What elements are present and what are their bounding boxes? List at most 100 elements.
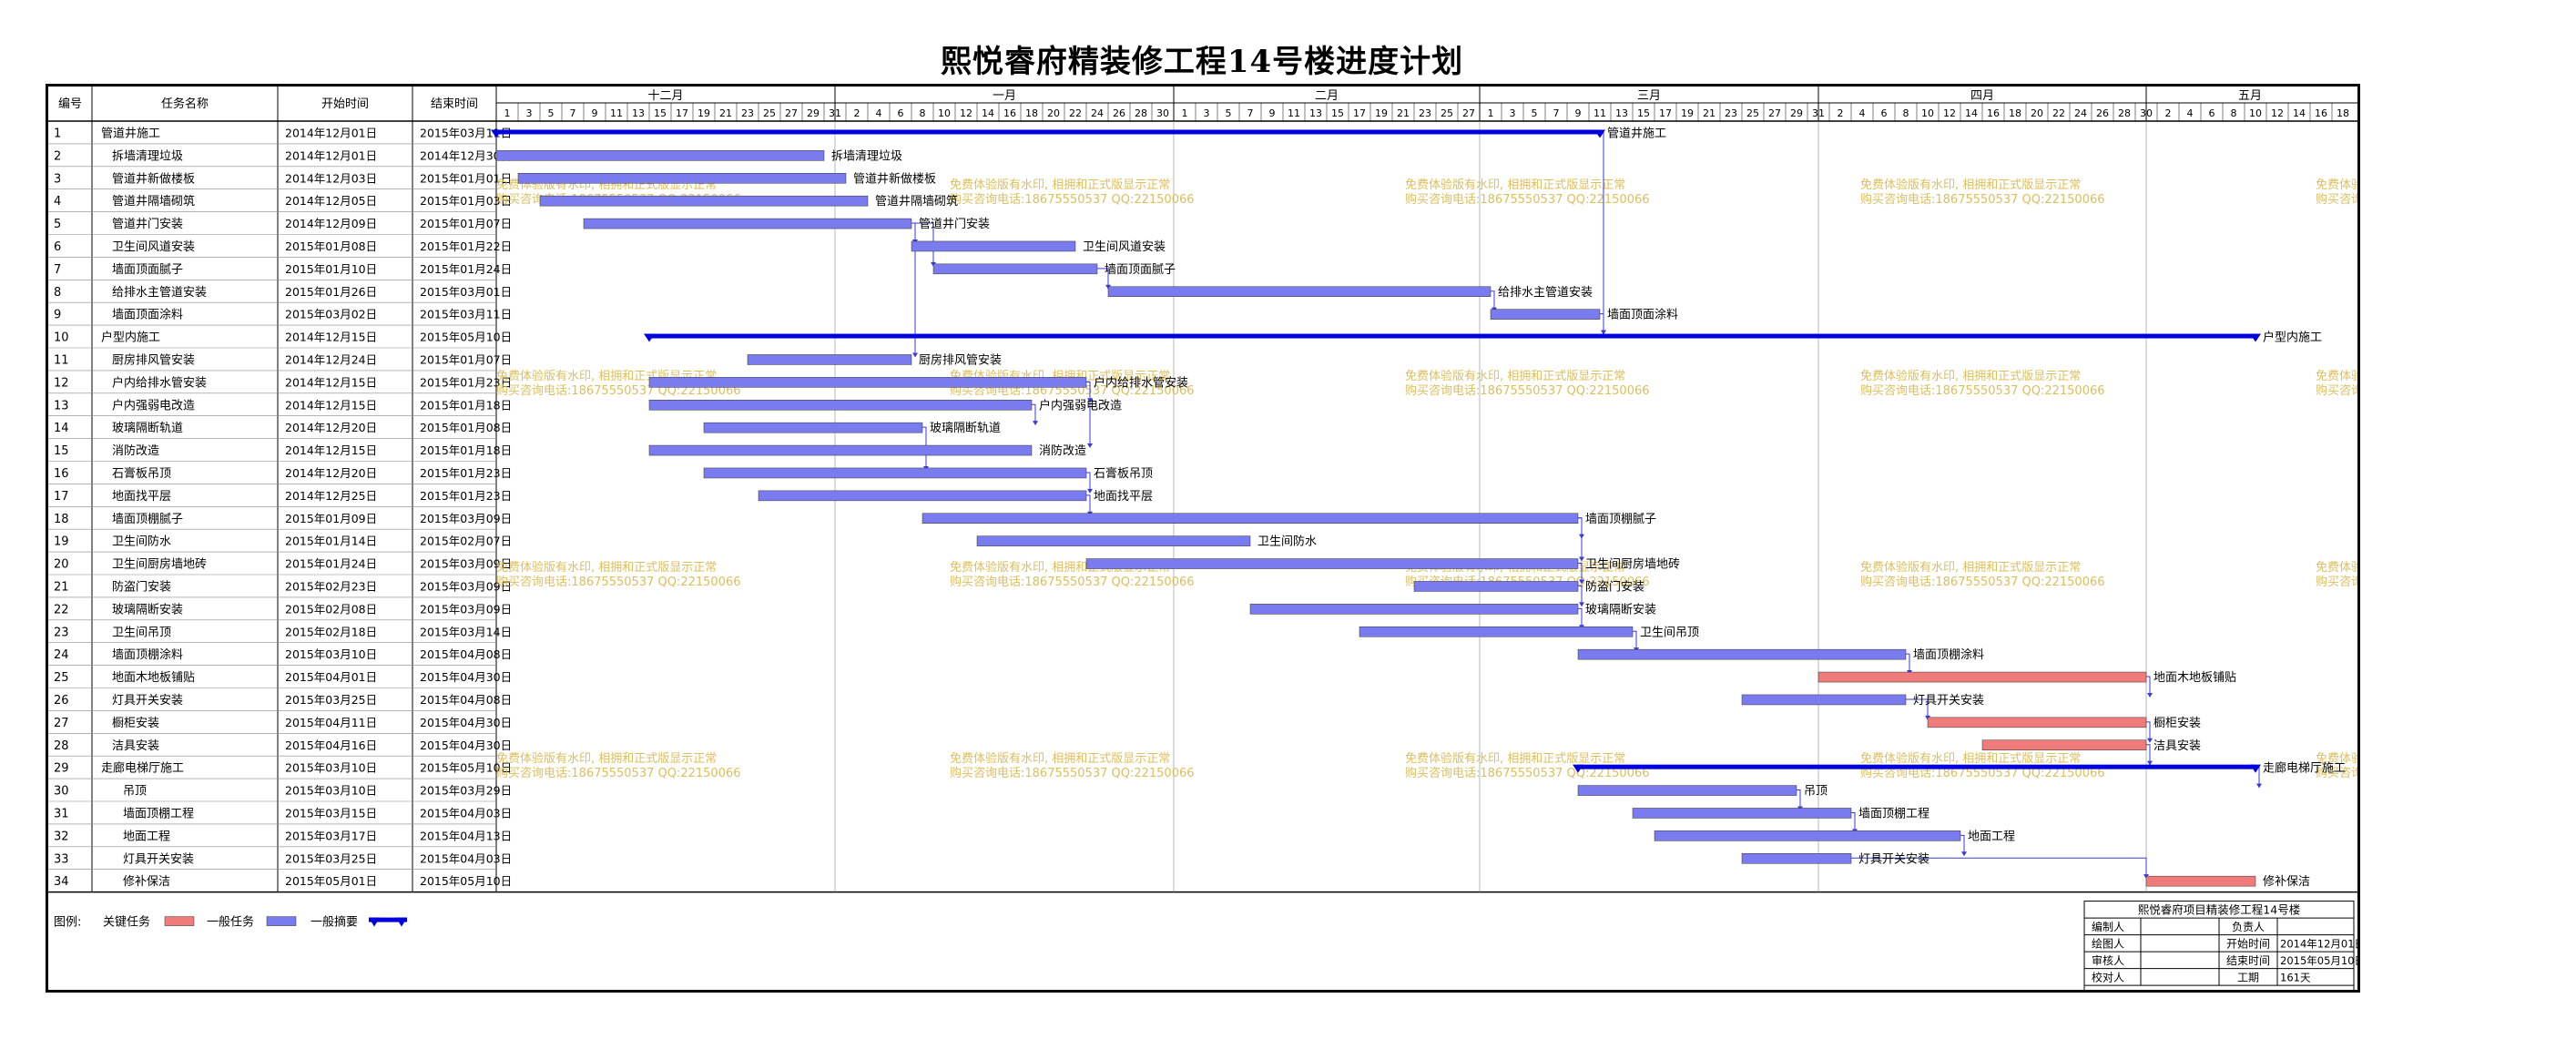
day-tick-label: 23 bbox=[1725, 107, 1737, 119]
bar-label: 墙面顶棚腻子 bbox=[1585, 513, 1656, 526]
watermark-line2: 购买咨询电话:18675550537 QQ:22150066 bbox=[2316, 192, 2357, 207]
task-bar bbox=[1632, 808, 1852, 819]
dependency-link bbox=[1086, 494, 1091, 514]
task-start: 2015年03月25日 bbox=[285, 693, 377, 707]
task-name: 管道井新做楼板 bbox=[112, 171, 195, 186]
task-name: 消防改造 bbox=[112, 443, 159, 458]
day-tick-label: 1 bbox=[1488, 107, 1494, 119]
watermark-line1: 免费体验版有水印, 相拥和正式版显示正常 bbox=[1860, 369, 2081, 383]
task-id: 25 bbox=[54, 671, 69, 685]
info-key: 负责人 bbox=[2232, 921, 2265, 933]
day-tick-label: 7 bbox=[1553, 107, 1560, 119]
task-id: 18 bbox=[54, 513, 69, 526]
task-start: 2015年04月01日 bbox=[285, 670, 377, 684]
task-end: 2015年01月23日 bbox=[420, 489, 512, 503]
task-bar bbox=[495, 150, 825, 161]
bar-label: 石膏板吊顶 bbox=[1094, 466, 1153, 481]
critical-task-bar bbox=[1927, 717, 2147, 728]
legend-critical-swatch bbox=[164, 916, 195, 926]
task-start: 2015年03月10日 bbox=[285, 647, 377, 661]
task-name: 管道井门安装 bbox=[112, 218, 183, 231]
task-bar bbox=[976, 535, 1251, 546]
day-tick-label: 16 bbox=[2315, 107, 2327, 119]
dependency-link bbox=[1032, 403, 1036, 424]
task-id: 21 bbox=[54, 580, 69, 594]
task-start: 2015年03月17日 bbox=[285, 829, 377, 842]
day-tick-label: 18 bbox=[2337, 107, 2349, 119]
task-name: 灯具开关安装 bbox=[123, 852, 194, 866]
bar-label: 管道井门安装 bbox=[919, 218, 990, 231]
task-name: 拆墙清理垃圾 bbox=[112, 149, 183, 163]
watermark-line2: 购买咨询电话:18675550537 QQ:22150066 bbox=[1860, 766, 2105, 780]
day-tick-label: 17 bbox=[1353, 107, 1366, 119]
day-tick-label: 13 bbox=[1309, 107, 1322, 119]
task-start: 2014年12月09日 bbox=[285, 217, 377, 230]
day-tick-label: 29 bbox=[1790, 107, 1803, 119]
task-id: 7 bbox=[54, 263, 61, 277]
day-tick-label: 21 bbox=[1397, 107, 1410, 119]
day-tick-label: 4 bbox=[2187, 107, 2194, 119]
bar-label: 灯具开关安装 bbox=[1858, 852, 1929, 866]
day-tick-label: 1 bbox=[504, 107, 511, 119]
task-id: 14 bbox=[54, 422, 69, 435]
dependency-arrow bbox=[1033, 421, 1038, 426]
task-id: 12 bbox=[54, 376, 69, 390]
day-tick-label: 3 bbox=[526, 107, 533, 119]
day-tick-label: 30 bbox=[1156, 107, 1169, 119]
task-name: 灯具开关安装 bbox=[112, 694, 183, 708]
task-start: 2014年12月20日 bbox=[285, 466, 377, 480]
bar-label: 地面工程 bbox=[1968, 830, 2015, 843]
task-id: 1 bbox=[54, 127, 61, 140]
task-start: 2014年12月03日 bbox=[285, 171, 377, 185]
day-tick-label: 27 bbox=[1462, 107, 1475, 119]
task-bar bbox=[583, 218, 912, 229]
task-start: 2014年12月20日 bbox=[285, 421, 377, 434]
task-start: 2015年01月09日 bbox=[285, 512, 377, 525]
day-tick-label: 15 bbox=[1637, 107, 1650, 119]
watermark-line1: 免费体验版有水印, 相拥和正式版显示正常 bbox=[950, 178, 1170, 192]
critical-task-bar bbox=[1981, 739, 2147, 750]
bar-label: 地面找平层 bbox=[1094, 490, 1153, 504]
task-id: 34 bbox=[54, 875, 69, 889]
task-bar bbox=[747, 354, 912, 365]
day-tick-label: 17 bbox=[676, 107, 688, 119]
task-start: 2014年12月05日 bbox=[285, 194, 377, 208]
task-bar bbox=[1249, 604, 1579, 615]
task-end: 2015年01月01日 bbox=[420, 171, 512, 185]
task-id: 24 bbox=[54, 648, 69, 662]
critical-task-bar bbox=[1817, 671, 2147, 683]
watermark-line1: 免费体验版有水印, 相拥和正式版显示正常 bbox=[496, 560, 717, 575]
task-id: 13 bbox=[54, 399, 69, 413]
task-end: 2015年03月09日 bbox=[420, 557, 512, 571]
day-tick-label: 15 bbox=[654, 107, 667, 119]
info-box-title: 熙悦睿府项目精装修工程14号楼 bbox=[2138, 903, 2300, 917]
day-tick-label: 19 bbox=[1681, 107, 1694, 119]
task-name: 厨房排风管安装 bbox=[112, 352, 195, 367]
day-tick-label: 18 bbox=[2009, 107, 2021, 119]
col-header-name: 任务名称 bbox=[161, 97, 209, 111]
task-bar bbox=[1654, 830, 1961, 841]
task-id: 29 bbox=[54, 762, 69, 776]
dependency-link bbox=[1600, 131, 1604, 333]
task-start: 2014年12月01日 bbox=[285, 148, 377, 162]
task-start: 2015年03月10日 bbox=[285, 784, 377, 798]
day-tick-label: 4 bbox=[876, 107, 882, 119]
day-tick-label: 8 bbox=[2231, 107, 2237, 119]
dependency-link bbox=[1600, 313, 1604, 333]
task-start: 2014年12月15日 bbox=[285, 398, 377, 412]
task-bar bbox=[1741, 853, 1852, 864]
day-tick-label: 13 bbox=[1615, 107, 1628, 119]
day-tick-label: 12 bbox=[960, 107, 972, 119]
bar-label: 厨房排风管安装 bbox=[919, 352, 1002, 367]
task-bar bbox=[921, 513, 1579, 524]
bar-label: 卫生间防水 bbox=[1257, 535, 1317, 549]
dependency-arrow bbox=[1087, 443, 1093, 449]
day-tick-label: 21 bbox=[1703, 107, 1716, 119]
task-bar bbox=[1577, 648, 1907, 660]
task-id: 3 bbox=[54, 172, 61, 186]
info-value: 2015年05月10日 bbox=[2280, 954, 2357, 967]
dependency-arrow bbox=[1601, 330, 1606, 335]
watermark-line2: 购买咨询电话:18675550537 QQ:22150066 bbox=[496, 575, 741, 589]
month-label: 十二月 bbox=[647, 89, 683, 103]
dependency-link bbox=[1906, 653, 1910, 674]
